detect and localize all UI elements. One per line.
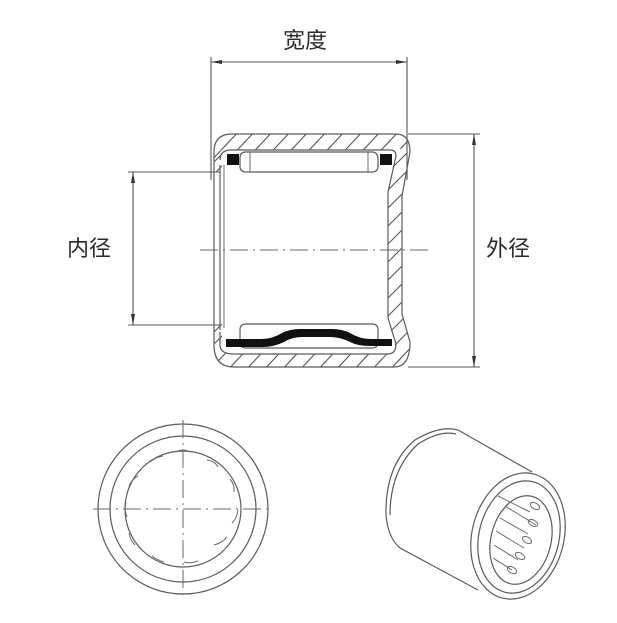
width-dimension — [210, 57, 408, 180]
end-view — [93, 420, 273, 600]
outer-diameter-label: 外径 — [486, 237, 531, 262]
outer-diameter-dimension — [408, 133, 480, 368]
width-label: 宽度 — [283, 29, 328, 54]
inner-diameter-label: 内径 — [67, 237, 112, 262]
inner-diameter-dimension — [128, 171, 220, 326]
isometric-view — [385, 428, 566, 600]
cross-section-view — [200, 133, 430, 368]
